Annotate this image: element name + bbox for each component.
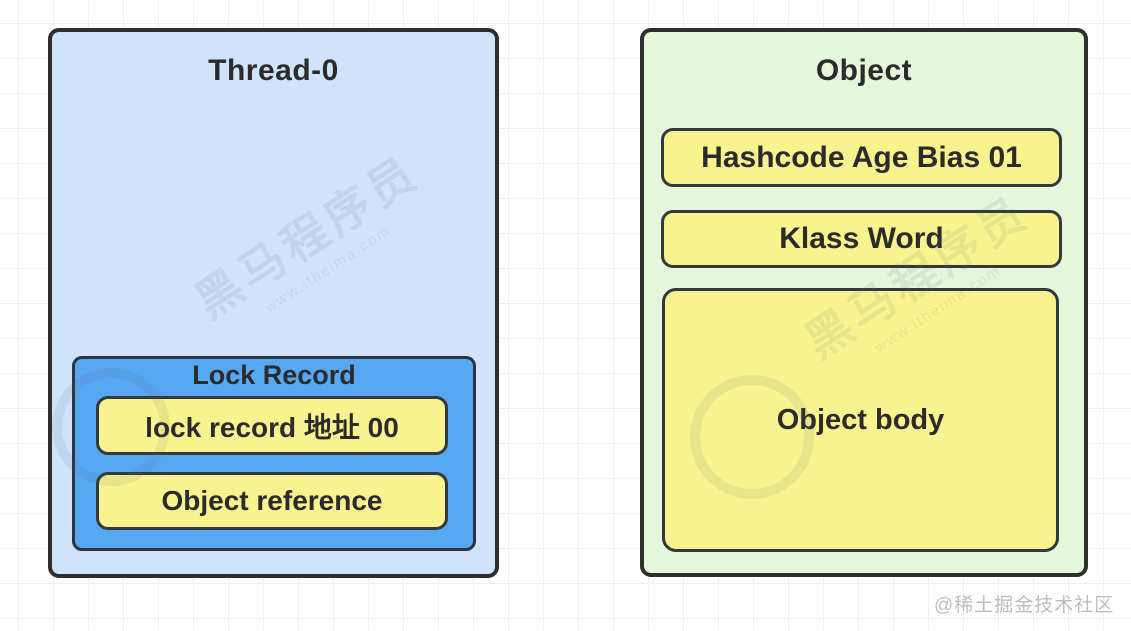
lock-record-address-cell: lock record 地址 00 (96, 396, 448, 455)
credit-text: @稀土掘金技术社区 (934, 595, 1115, 616)
thread-box: Thread-0 Lock Record lock record 地址 00 O… (48, 28, 499, 578)
lock-record-title: Lock Record (192, 360, 356, 390)
object-body-cell: Object body (662, 288, 1059, 552)
object-box: Object Hashcode Age Bias 01 Klass Word O… (640, 28, 1088, 577)
mark-word-cell: Hashcode Age Bias 01 (661, 128, 1062, 187)
thread-box-title: Thread-0 (208, 54, 339, 87)
mark-word-label: Hashcode Age Bias 01 (701, 140, 1022, 174)
lock-record-box: Lock Record lock record 地址 00 Object ref… (72, 356, 476, 551)
object-reference-cell: Object reference (96, 472, 448, 530)
object-reference-label: Object reference (161, 485, 383, 516)
klass-word-label: Klass Word (779, 222, 944, 255)
lock-record-address-label: lock record 地址 00 (145, 411, 399, 443)
klass-word-cell: Klass Word (661, 210, 1062, 268)
object-box-title: Object (815, 54, 913, 87)
object-body-label: Object body (776, 403, 945, 436)
